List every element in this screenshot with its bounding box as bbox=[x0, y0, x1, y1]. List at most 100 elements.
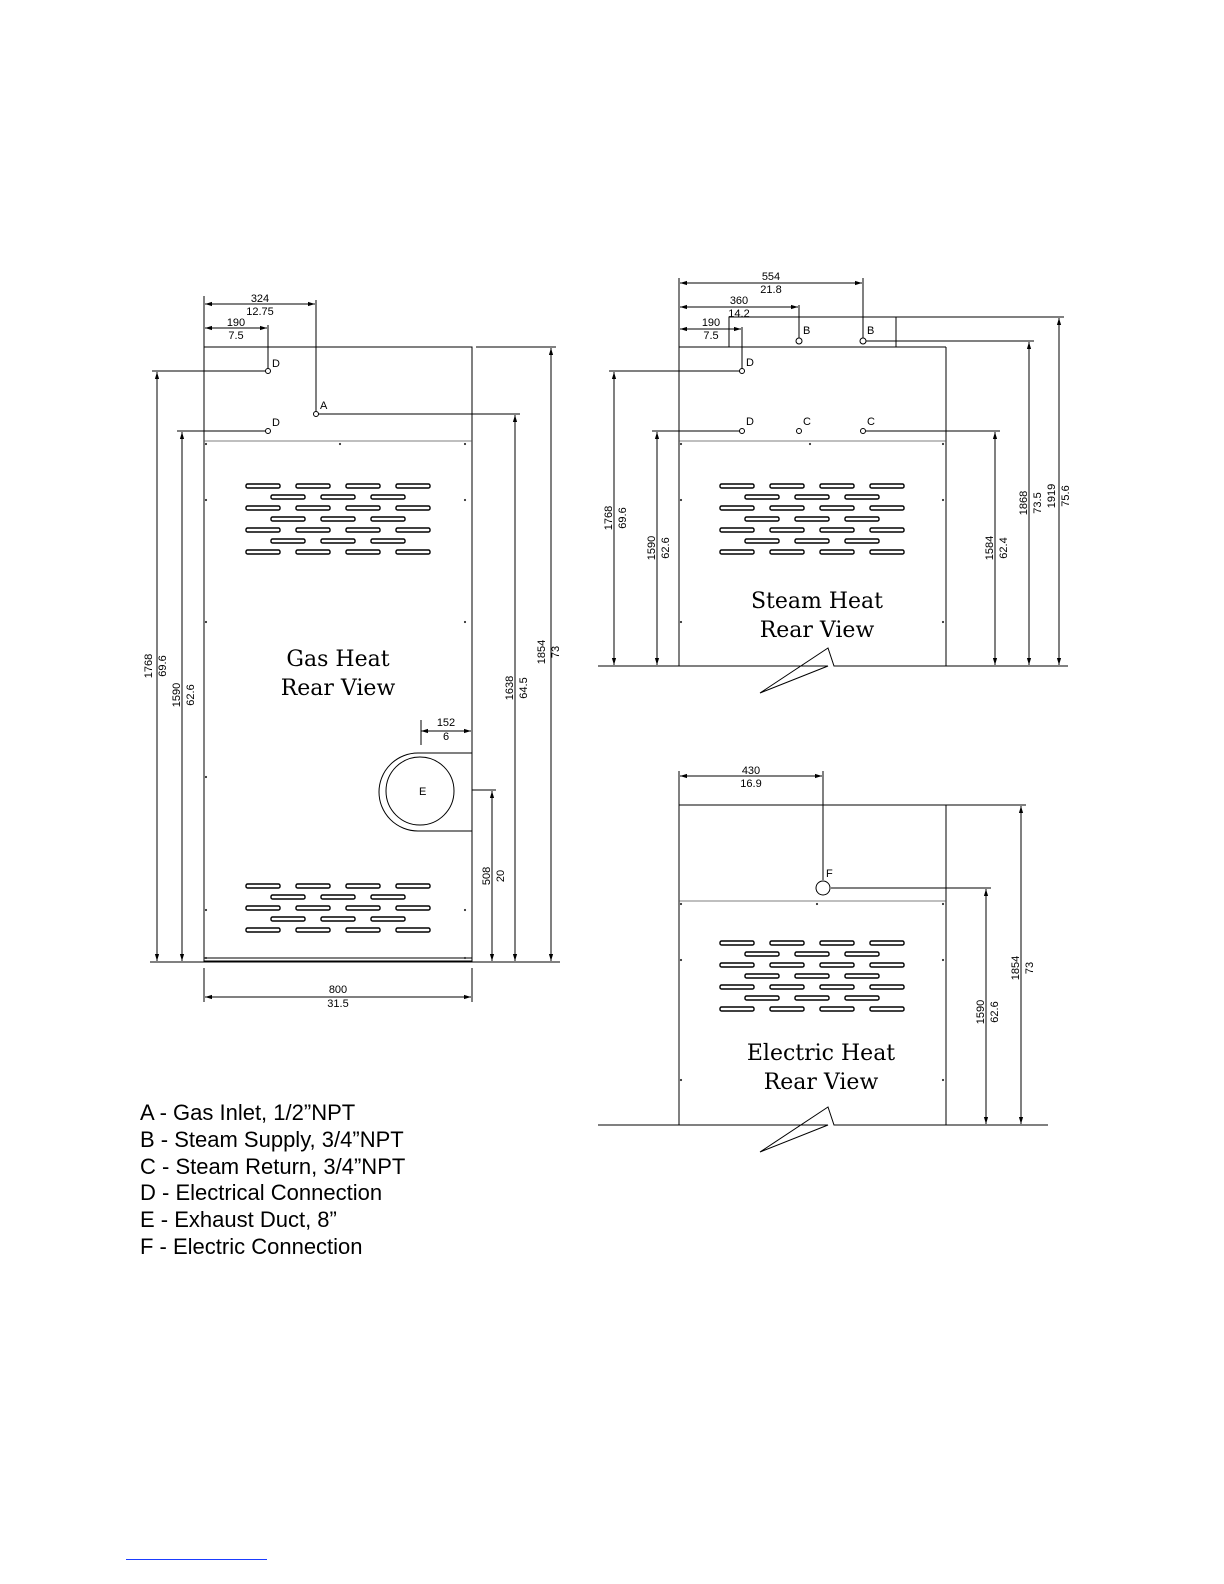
steam-connection-b2 bbox=[859, 337, 867, 345]
louver-slot bbox=[270, 916, 306, 922]
louver-slot bbox=[345, 927, 381, 933]
louver-slot bbox=[844, 951, 880, 957]
footer-rule bbox=[126, 1559, 267, 1560]
electric-dim-62-6: 62.6 bbox=[989, 1001, 1001, 1022]
dim-1854: 1854 bbox=[536, 640, 548, 664]
louver-slot bbox=[844, 995, 880, 1001]
rivet-dot bbox=[808, 442, 812, 446]
louver-slot bbox=[769, 940, 805, 946]
louver-slot bbox=[769, 505, 805, 511]
louver-slot bbox=[869, 549, 905, 555]
label-d-lower: D bbox=[272, 417, 280, 429]
legend-item-a: A - Gas Inlet, 1/2”NPT bbox=[140, 1100, 356, 1125]
steam-label-c2: C bbox=[867, 416, 875, 428]
rivet-dot bbox=[679, 1078, 683, 1082]
legend-item-e: E - Exhaust Duct, 8” bbox=[140, 1207, 337, 1233]
dim-1868: 1868 bbox=[1018, 491, 1030, 515]
louver-slot bbox=[245, 527, 281, 533]
dim-190: 190 bbox=[227, 317, 245, 329]
louver-slot bbox=[395, 527, 431, 533]
louver-slot bbox=[794, 538, 830, 544]
louver-slot bbox=[370, 894, 406, 900]
legend-item-d: D - Electrical Connection bbox=[140, 1180, 383, 1206]
steam-dim-7-5: 7.5 bbox=[703, 330, 718, 342]
louver-slot bbox=[270, 494, 306, 500]
rivet-dot bbox=[463, 498, 467, 502]
louver-slot bbox=[819, 1006, 855, 1012]
steam-connection-c1 bbox=[796, 428, 802, 434]
steam-label-b2: B bbox=[867, 325, 874, 337]
gas-upper-louvers bbox=[245, 483, 431, 555]
louver-slot bbox=[844, 973, 880, 979]
louver-slot bbox=[370, 916, 406, 922]
rivet-dot bbox=[463, 908, 467, 912]
louver-slot bbox=[794, 494, 830, 500]
label-a: A bbox=[320, 400, 328, 412]
exhaust-duct-e: E bbox=[378, 752, 472, 832]
rivet-dot bbox=[941, 958, 945, 962]
louver-slot bbox=[769, 527, 805, 533]
louver-slot bbox=[819, 940, 855, 946]
rivet-dot bbox=[463, 442, 467, 446]
electric-dim-1590: 1590 bbox=[975, 1000, 987, 1024]
legend-item-c: C - Steam Return, 3/4”NPT bbox=[140, 1153, 406, 1179]
louver-slot bbox=[245, 483, 281, 489]
louver-slot bbox=[719, 483, 755, 489]
louver-slot bbox=[869, 527, 905, 533]
rivet-dot bbox=[463, 620, 467, 624]
rivet-dot bbox=[679, 442, 683, 446]
gas-title-line2: Rear View bbox=[281, 676, 396, 701]
louver-slot bbox=[370, 538, 406, 544]
louver-slot bbox=[844, 538, 880, 544]
dim-73-5: 73.5 bbox=[1032, 492, 1044, 513]
dim-62-6: 62.6 bbox=[185, 684, 197, 705]
louver-slot bbox=[719, 549, 755, 555]
louver-slot bbox=[819, 984, 855, 990]
louver-slot bbox=[295, 549, 331, 555]
dim-1584: 1584 bbox=[984, 536, 996, 560]
rivet-dot bbox=[679, 902, 683, 906]
louver-slot bbox=[719, 984, 755, 990]
louver-slot bbox=[295, 527, 331, 533]
rivet-dot bbox=[204, 775, 208, 779]
louver-slot bbox=[819, 962, 855, 968]
louver-slot bbox=[869, 940, 905, 946]
louver-slot bbox=[395, 549, 431, 555]
louver-slot bbox=[295, 483, 331, 489]
steam-louvers bbox=[719, 483, 905, 555]
steam-label-c1: C bbox=[803, 416, 811, 428]
steam-break-line bbox=[598, 647, 1068, 694]
dim-20: 20 bbox=[495, 870, 507, 882]
louver-slot bbox=[395, 483, 431, 489]
dim-64-5: 64.5 bbox=[518, 677, 530, 698]
louver-slot bbox=[769, 549, 805, 555]
electric-title-line2: Rear View bbox=[764, 1070, 879, 1095]
louver-slot bbox=[295, 883, 331, 889]
louver-slot bbox=[819, 527, 855, 533]
louver-slot bbox=[395, 505, 431, 511]
steam-dim-1768: 1768 bbox=[603, 506, 615, 530]
steam-dim-1590: 1590 bbox=[646, 536, 658, 560]
louver-slot bbox=[245, 927, 281, 933]
louver-slot bbox=[345, 905, 381, 911]
electric-title-line1: Electric Heat bbox=[747, 1041, 895, 1066]
rivet-dot bbox=[679, 958, 683, 962]
louver-slot bbox=[270, 516, 306, 522]
steam-dim-69-6: 69.6 bbox=[617, 507, 629, 528]
louver-slot bbox=[295, 927, 331, 933]
steam-label-d-lower: D bbox=[746, 416, 754, 428]
dim-360: 360 bbox=[730, 295, 748, 307]
louver-slot bbox=[769, 962, 805, 968]
louver-slot bbox=[869, 1006, 905, 1012]
louver-slot bbox=[769, 984, 805, 990]
rivet-dot bbox=[815, 902, 819, 906]
electric-dim-1854: 1854 bbox=[1010, 956, 1022, 980]
rivet-dot bbox=[204, 620, 208, 624]
electric-louvers bbox=[719, 940, 905, 1012]
louver-slot bbox=[320, 494, 356, 500]
dim-152: 152 bbox=[437, 717, 455, 729]
steam-title-line1: Steam Heat bbox=[751, 589, 883, 614]
louver-slot bbox=[320, 894, 356, 900]
dim-12-75: 12.75 bbox=[246, 306, 274, 318]
steam-title-line2: Rear View bbox=[760, 618, 875, 643]
